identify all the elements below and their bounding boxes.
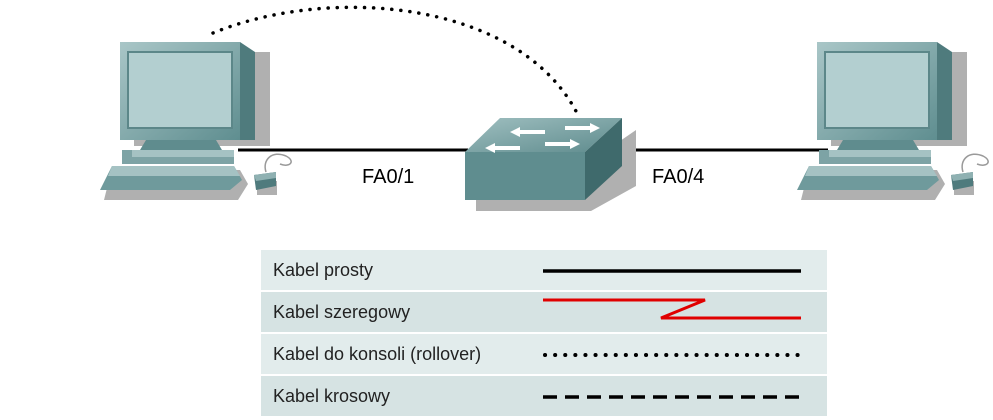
port-label-right: FA0/4 <box>652 166 705 188</box>
legend-serial-line <box>543 298 801 320</box>
legend-label: Kabel prosty <box>273 260 374 280</box>
legend-row-background <box>261 376 827 416</box>
legend-label: Kabel szeregowy <box>273 302 411 322</box>
cable-legend: Kabel prosty Kabel szeregowy Kabel do ko… <box>261 250 827 418</box>
legend-row-background <box>261 250 827 290</box>
legend-row-rollover: Kabel do konsoli (rollover) <box>261 334 827 374</box>
legend-label: Kabel krosowy <box>273 386 391 406</box>
console-cable <box>211 5 580 117</box>
left-pc-icon <box>100 42 292 200</box>
switch-icon <box>465 118 636 211</box>
legend-row-background <box>261 292 827 332</box>
right-pc-icon <box>797 42 989 200</box>
legend-row-background <box>261 334 827 374</box>
legend-row-crossover: Kabel krosowy <box>261 376 827 416</box>
legend-label: Kabel do konsoli (rollover) <box>273 344 482 364</box>
port-label-left: FA0/1 <box>362 166 415 188</box>
legend-row-serial: Kabel szeregowy <box>261 292 827 332</box>
legend-row-straight: Kabel prosty <box>261 250 827 290</box>
